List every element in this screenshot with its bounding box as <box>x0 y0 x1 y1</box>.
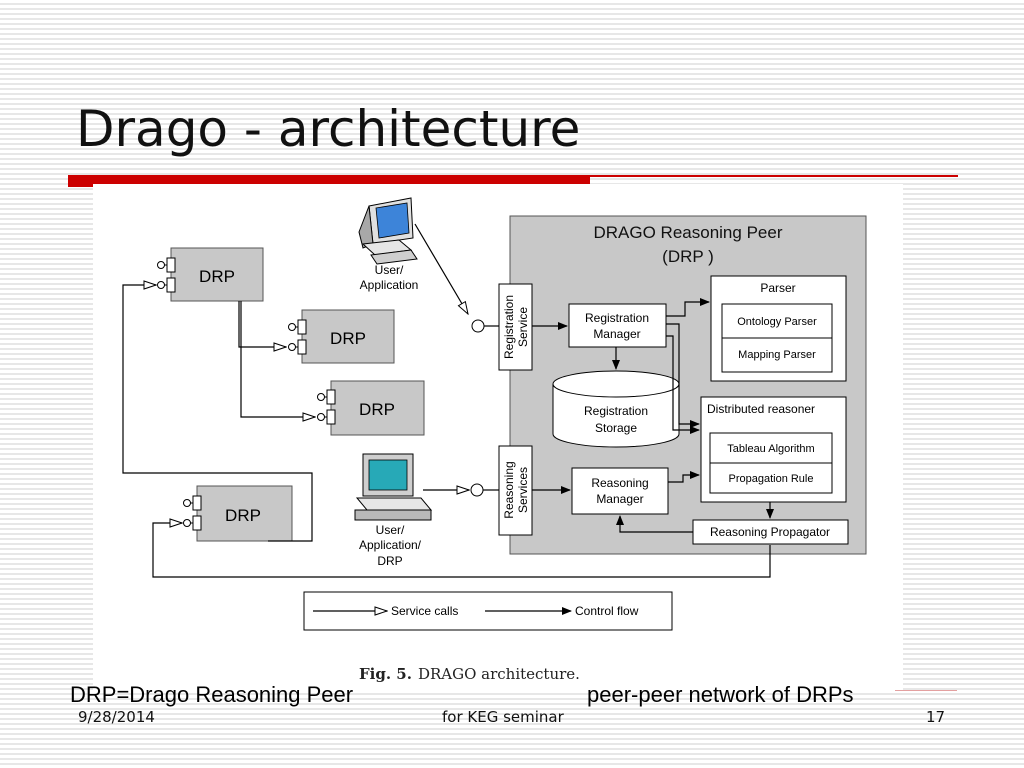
peer-title-line2: (DRP ) <box>662 247 714 266</box>
legend-control-flow: Control flow <box>575 604 639 618</box>
registration-storage-cylinder <box>552 370 680 448</box>
computer-icon <box>354 453 433 521</box>
ontology-parser-box <box>721 303 833 339</box>
user-app-bottom-line2: Application/ <box>359 538 422 552</box>
drp-node-4: DRP <box>183 485 293 542</box>
registration-manager-line1: Registration <box>585 311 649 325</box>
link-drp4-to-drp1 <box>122 285 313 542</box>
legend-service-calls: Service calls <box>391 604 458 618</box>
reasoning-propagator-box <box>692 519 849 545</box>
registration-storage-line2: Storage <box>595 421 637 435</box>
link-drp1-to-drp3 <box>240 301 315 417</box>
drp-node-2-label: DRP <box>330 329 366 348</box>
drp-node-3: DRP <box>317 380 425 436</box>
user-app-top-line2: Application <box>360 278 419 292</box>
reasoning-services-line1: Reasoning <box>502 461 516 518</box>
slide-title: Drago - architecture <box>76 100 581 158</box>
link-propagator-to-drp4 <box>152 523 771 578</box>
reasoning-services-box <box>498 445 533 536</box>
registration-service-line1: Registration <box>502 295 516 359</box>
page-number: 17 <box>926 708 946 726</box>
ontology-parser-label: Ontology Parser <box>737 316 817 328</box>
figure-caption-text: DRAGO architecture. <box>418 665 580 683</box>
tableau-algorithm-label: Tableau Algorithm <box>727 443 814 455</box>
footer-date: 9/28/2014 <box>78 708 155 726</box>
parser-label: Parser <box>760 281 795 295</box>
registration-service-line2: Service <box>516 307 530 347</box>
user-app-bottom-line1: User/ <box>376 523 405 537</box>
registration-manager-line2: Manager <box>593 327 640 341</box>
propagation-rule-box <box>709 462 833 494</box>
flow-reasmanager-to-reasoner <box>668 471 700 483</box>
flow-propagator-to-reasmanager <box>616 515 693 533</box>
mapping-parser-label: Mapping Parser <box>738 349 816 361</box>
reasoning-manager-line1: Reasoning <box>591 476 648 490</box>
computer-icon <box>358 197 418 265</box>
mapping-parser-box <box>721 337 833 373</box>
note-left: DRP=Drago Reasoning Peer <box>70 682 354 707</box>
flow-regmanager-to-reasoner <box>666 323 700 428</box>
footer-rule <box>895 690 957 691</box>
distributed-reasoner-label: Distributed reasoner <box>707 402 815 416</box>
registration-manager-box <box>568 303 667 348</box>
registration-storage-line1: Registration <box>584 404 648 418</box>
note-right: peer-peer network of DRPs <box>587 682 854 707</box>
tableau-algorithm-box <box>709 432 833 464</box>
drp-node-1: DRP <box>157 247 264 302</box>
architecture-diagram: DRAGO Reasoning Peer (DRP ) DRP DRP DRP … <box>122 197 867 683</box>
drp-node-3-label: DRP <box>359 400 395 419</box>
figure-caption-prefix: Fig. 5. <box>359 665 412 683</box>
peer-title-line1: DRAGO Reasoning Peer <box>594 223 783 242</box>
flow-storage-to-reasoner <box>666 335 700 434</box>
flow-regmanager-to-parser <box>666 298 710 317</box>
propagation-rule-label: Propagation Rule <box>728 473 813 485</box>
reasoning-manager-line2: Manager <box>596 492 643 506</box>
reasoning-propagator-label: Reasoning Propagator <box>710 525 830 539</box>
link-user-to-registration <box>414 223 468 314</box>
registration-service-box <box>498 283 533 371</box>
reasoning-manager-box <box>571 467 669 515</box>
drp-node-1-label: DRP <box>199 267 235 286</box>
title-divider-line <box>590 175 958 177</box>
footer-text: for KEG seminar <box>442 708 564 726</box>
user-app-bottom-line3: DRP <box>377 554 402 568</box>
figure-caption: Fig. 5. DRAGO architecture. <box>359 665 580 683</box>
reasoning-services-line2: Services <box>516 467 530 513</box>
drp-node-4-label: DRP <box>225 506 261 525</box>
link-drp1-to-drp2 <box>238 301 286 347</box>
drp-node-2: DRP <box>288 309 395 364</box>
user-app-top-line1: User/ <box>375 263 404 277</box>
